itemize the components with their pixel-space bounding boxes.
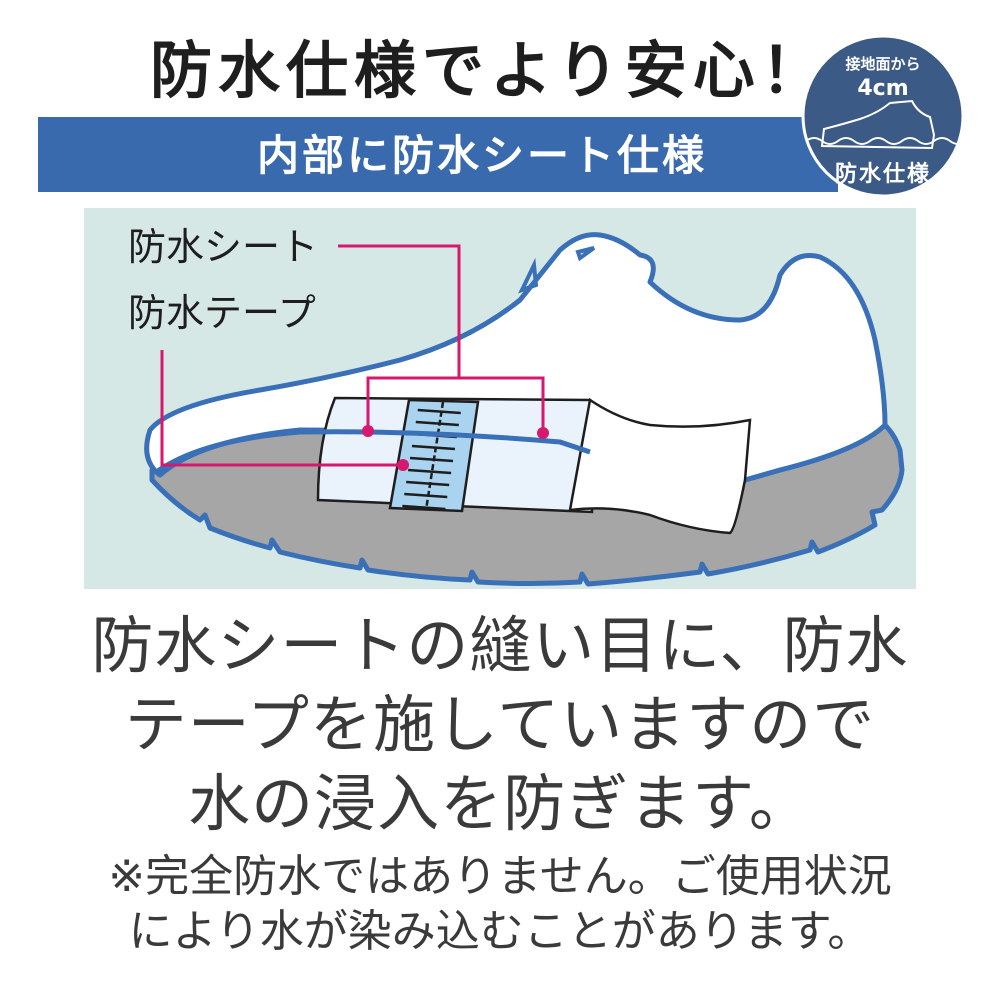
headline: 防水仕様でより安心！ bbox=[150, 34, 829, 107]
stitch bbox=[409, 456, 454, 463]
badge-top-text: 接地面から bbox=[845, 55, 920, 73]
lace-hole bbox=[518, 257, 539, 294]
lace-hole bbox=[575, 246, 596, 262]
description-line-1: 防水シートの縫い目に、防水 bbox=[91, 609, 909, 682]
sheet-marker-dot bbox=[362, 425, 374, 437]
badge-height-value: 4cm bbox=[857, 76, 908, 101]
description-line-2: テープを施していますので bbox=[124, 688, 876, 761]
tape-leader-line bbox=[160, 350, 402, 467]
stitch bbox=[408, 468, 452, 475]
disclaimer-line-1: ※完全防水ではありません。ご使用状況 bbox=[108, 851, 892, 902]
peeled-sheet-flap bbox=[568, 397, 752, 535]
sheet-marker-dot bbox=[537, 427, 549, 439]
waterproof-sheet-label: 防水シート bbox=[128, 225, 319, 269]
stitch bbox=[402, 504, 446, 511]
waterproof-tape-label: 防水テープ bbox=[128, 291, 316, 335]
stitch bbox=[404, 492, 448, 499]
stitch bbox=[415, 420, 459, 427]
shoe-in-water-icon bbox=[805, 99, 967, 150]
sheet-leader-line bbox=[338, 244, 545, 432]
stitch bbox=[411, 444, 456, 451]
waterproof-badge: 接地面から 4cm 防水仕様 bbox=[800, 33, 967, 199]
badge-bottom-text: 防水仕様 bbox=[835, 161, 931, 187]
sole-edge bbox=[153, 429, 591, 476]
stitch bbox=[417, 408, 461, 415]
stitch bbox=[406, 480, 450, 487]
tape-marker-dot bbox=[397, 459, 409, 471]
stitch-seam bbox=[424, 401, 445, 511]
subtitle-banner-text: 内部に防水シート仕様 bbox=[257, 131, 708, 180]
disclaimer-line-2: により水が染み込むことがあります。 bbox=[128, 906, 872, 957]
description-line-3: 水の浸入を防ぎます。 bbox=[188, 767, 812, 840]
badge-circle bbox=[801, 34, 965, 198]
subtitle-banner bbox=[38, 117, 838, 192]
